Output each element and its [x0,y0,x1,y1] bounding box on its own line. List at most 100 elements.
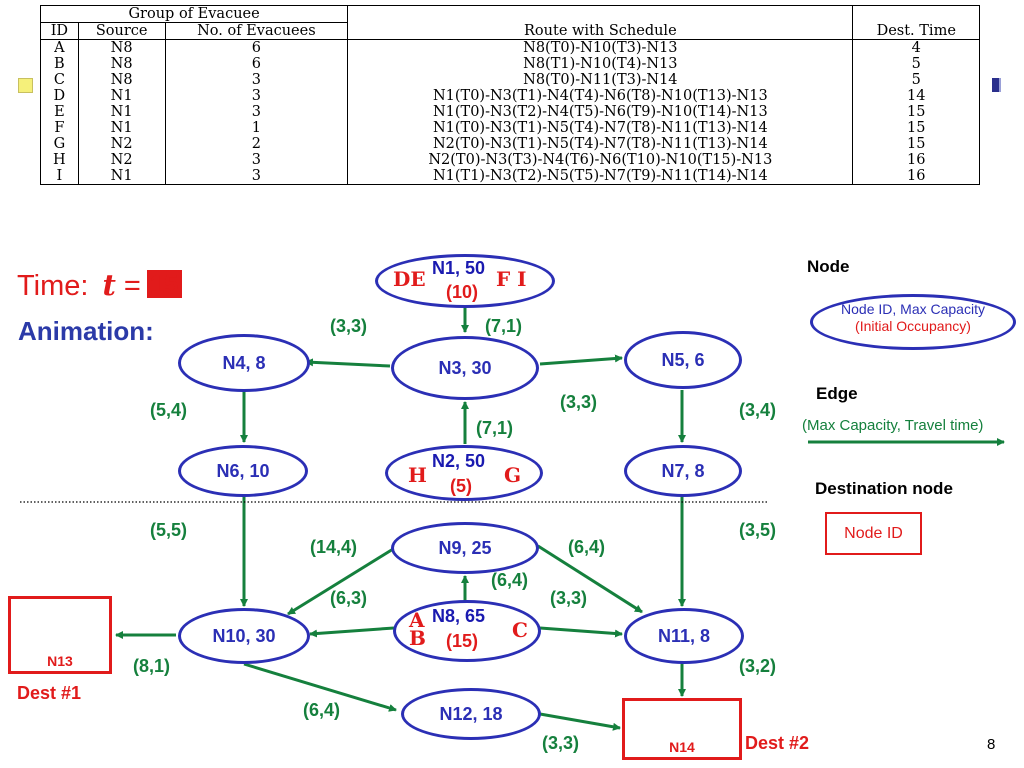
edge-n8-n11 [539,626,623,638]
edge-n9-n10 [287,544,399,616]
legend-node-line2: (Initial Occupancy) [855,318,971,334]
legend-node-line1: Node ID, Max Capacity [841,301,985,317]
node-n2-occupancy: (5) [450,476,472,496]
table-cell: N1(T0)-N3(T1)-N5(T4)-N7(T8)-N11(T13)-N14 [347,120,854,136]
table-cell: N1 [77,88,166,104]
edge-n12-n14 [539,712,621,731]
page-number: 8 [987,736,996,753]
bullet-left-icon [18,78,33,93]
node-n11-label: N11, 8 [657,625,711,646]
node-n2-groups-left: H [408,463,427,487]
node-n2-label: N2, 50 [432,451,486,471]
node-n2-groups-right: G [504,463,522,487]
animation-label: Animation: [18,316,154,346]
table-cell: N8(T1)-N10(T4)-N13 [347,56,854,72]
table-cell: N8(T0)-N10(T3)-N13 [347,39,854,56]
dest-node-n13: N13 [8,596,112,674]
legend-edge-title: Edge [816,384,858,403]
edge-n10-n12 [243,662,397,712]
table-cell: N1(T0)-N3(T1)-N4(T4)-N6(T8)-N10(T13)-N13 [347,88,854,104]
time-label: Time: [17,270,89,302]
node-n1-groups-right: F I [496,267,527,291]
node-n2 [385,445,543,501]
evacuee-table: Group of Evacuee Route with Schedule Des… [39,5,980,185]
table-cell: 4 [852,39,980,56]
dest-n14-label: N14 [669,739,695,755]
node-n6: N6, 10 [178,445,308,497]
dest-1-label: Dest #1 [17,683,82,703]
dest-node-n14: N14 [622,698,742,760]
col-id: ID [40,22,79,40]
node-n5-label: N5, 6 [661,349,705,370]
table-cell: N1 [77,104,166,120]
edge-label-n1-n3-a: (3,3) [330,316,368,336]
edge-label-n3-n5: (3,3) [560,392,598,412]
dest-2-label: Dest #2 [745,733,810,753]
table-cell: N1 [77,168,166,185]
node-n8-label: N8, 65 [432,606,486,626]
time-value: 15 [146,270,182,298]
node-n12: N12, 18 [401,688,541,740]
table-cell: N8 [77,72,166,88]
node-n8-occupancy: (15) [446,631,479,651]
node-n3-label: N3, 30 [438,357,492,378]
edge-label-n2-n3: (7,1) [476,418,514,438]
edge-n3-n4 [305,358,391,368]
node-n1 [375,254,555,308]
edge-label-n7-n11: (3,5) [739,520,777,540]
edge-label-n8-n10: (6,3) [330,588,368,608]
node-n4: N4, 8 [178,334,310,392]
edge-label-n9-n10: (14,4) [310,537,358,557]
edge-label-n8-n9: (6,4) [491,570,529,590]
node-n1-occupancy: (10) [446,282,479,302]
node-n5: N5, 6 [624,331,742,389]
node-n10: N10, 30 [178,608,310,664]
edge-n3-n5 [539,354,623,366]
node-n1-groups-left: DE [393,267,426,291]
node-n4-label: N4, 8 [222,352,266,373]
table-cell: N1 [77,120,166,136]
node-n8-group-b: B [409,626,426,650]
edge-n9-n11 [537,544,643,614]
table-cell: 15 [852,104,980,120]
node-n1-label: N1, 50 [432,258,486,278]
time-readout: Time:t=15 [17,268,182,303]
node-n8-group-c: C [512,618,528,642]
node-n9-label: N9, 25 [438,537,492,558]
dest-n13-label: N13 [47,653,73,669]
edge-n8-n10 [309,626,395,638]
node-n7-label: N7, 8 [661,460,705,481]
node-n8-group-a: A [409,608,425,632]
legend-node-title: Node [807,257,850,276]
edge-label-n12-n14: (3,3) [542,733,580,753]
table-cell: N1(T0)-N3(T2)-N4(T5)-N6(T9)-N10(T14)-N13 [347,104,854,120]
table-cell: N2 [77,136,166,152]
node-n12-label: N12, 18 [439,703,503,724]
node-n7: N7, 8 [624,445,742,497]
legend-edge-desc: (Max Capacity, Travel time) [802,417,984,434]
table-cell: 5 [852,72,980,88]
table-cell: 16 [852,168,980,185]
edge-label-n10-n13: (8,1) [133,656,171,676]
table-cell: N2(T0)-N3(T1)-N5(T4)-N7(T8)-N11(T13)-N14 [347,136,854,152]
edge-label-n4-n6: (5,4) [150,400,188,420]
col-route: Route with Schedule [347,5,854,40]
table-cell: N8(T0)-N11(T3)-N14 [347,72,854,88]
col-evacuees: No. of Evacuees [164,22,349,40]
edge-label-n11-n14: (3,2) [739,656,777,676]
col-dest-time: Dest. Time [852,5,980,40]
legend-node-ellipse: Node ID, Max Capacity (Initial Occupancy… [810,294,1016,350]
node-n6-label: N6, 10 [216,460,270,481]
legend-dest-box: Node ID [825,512,922,555]
table-cell: 16 [852,152,980,168]
node-n3: N3, 30 [391,336,539,400]
node-n11: N11, 8 [624,608,744,664]
node-n8 [393,600,541,662]
